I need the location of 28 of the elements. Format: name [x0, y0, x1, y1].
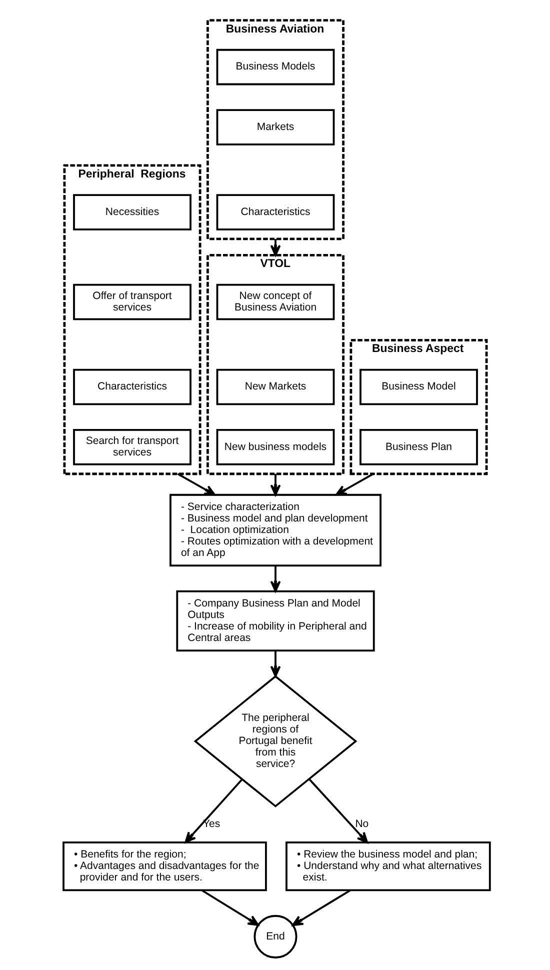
node-box: Business Plan: [359, 429, 478, 466]
node-box: • Review the business model and plan; • Understand why and what alternatives exist.: [285, 842, 490, 892]
node-box: New business models: [216, 429, 334, 466]
arrow: [200, 889, 259, 926]
node-box: Business Models: [216, 48, 334, 86]
node-box: Markets: [216, 109, 334, 146]
arrow: [270, 650, 280, 678]
arrow: [184, 778, 242, 844]
node-box: - Service characterization - Business model and plan development - Location optimization - Routes optimization with a development of an App: [169, 494, 381, 566]
node-box: - Company Business Plan and Model Outputs - Increase of mobility in Peripheral and Central areas: [176, 590, 374, 652]
node-box: Business Model: [359, 368, 478, 406]
edge-label: No: [354, 818, 368, 830]
arrow: [308, 778, 368, 844]
arrow: [334, 473, 374, 496]
node-box: Characteristics: [216, 194, 334, 230]
node-diamond: The peripheral regions of Portugal benefit from this service?: [193, 675, 357, 808]
arrow: [291, 889, 350, 926]
node-box: • Benefits for the region; • Advantages and disadvantages for the provider and for the users.: [62, 842, 266, 892]
node-box: Characteristics: [72, 368, 191, 406]
edge-label: Yes: [202, 818, 220, 830]
arrow: [270, 566, 280, 592]
node-circle: End: [253, 914, 297, 958]
node-box: Offer of transport services: [72, 284, 191, 320]
node-box: New concept of Business Aviation: [216, 284, 334, 320]
node-box: New Markets: [216, 368, 334, 406]
arrow: [270, 474, 280, 496]
node-box: Search for transport services: [72, 429, 191, 466]
node-box: Necessities: [72, 194, 191, 230]
